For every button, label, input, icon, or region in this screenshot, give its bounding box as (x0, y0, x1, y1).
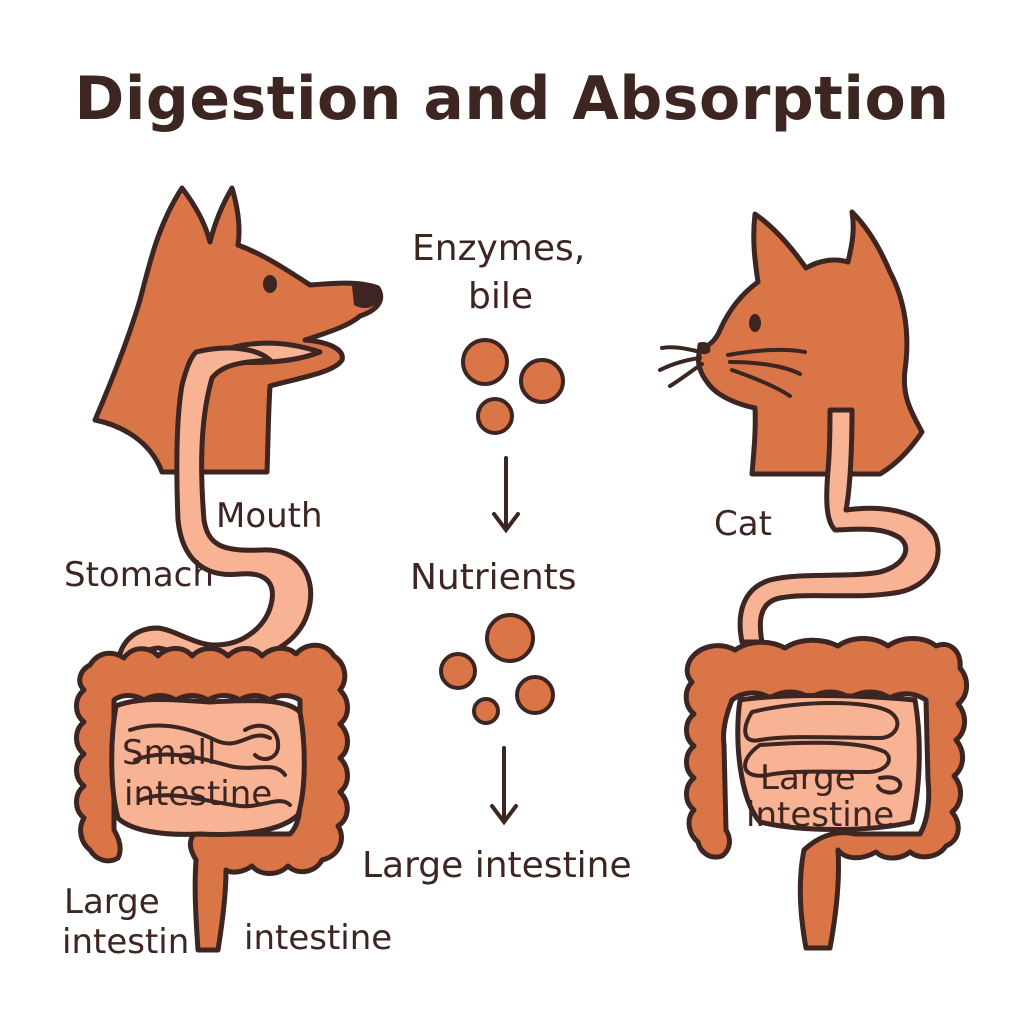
nutrient-particles (439, 613, 555, 725)
large-intestine-label: Large intestine (362, 845, 632, 886)
particle (476, 397, 514, 435)
down-arrow-icon (492, 456, 520, 534)
dog-intestine-label: intestine (244, 918, 393, 958)
particle (439, 652, 477, 690)
dog-large-intestine-label-2: intestin (62, 922, 190, 962)
particle (519, 358, 565, 404)
cat-whiskers (658, 345, 807, 398)
particle (461, 338, 509, 386)
dog-large-intestine-label-1: Large (64, 882, 160, 922)
cat-small-intestine-coils (743, 701, 900, 778)
nutrients-label: Nutrients (410, 557, 577, 598)
cat-illustration (658, 209, 969, 951)
cat-small-intestine (735, 693, 922, 832)
dog-small-intestine (109, 697, 307, 837)
dog-illustration (74, 185, 384, 953)
particle (472, 697, 500, 725)
particle (485, 613, 535, 663)
dog-head-icon (92, 185, 384, 475)
particle (515, 675, 555, 715)
cat-large-intestine (683, 636, 969, 951)
cat-head-icon (696, 209, 925, 477)
cat-coil-end (876, 775, 903, 795)
dog-stomach-label: Stomach (64, 555, 214, 595)
dog-small-intestine-label-1: Small (122, 733, 217, 773)
enzymes-label: Enzymes, (412, 228, 586, 269)
enzyme-particles (461, 338, 565, 435)
cat-large-intestine-label-1: Large (760, 758, 856, 798)
dog-small-intestine-coils (128, 723, 292, 809)
dog-small-intestine-label-2: intestine (124, 774, 273, 814)
dog-nose-icon (352, 283, 380, 309)
down-arrow-icon (490, 746, 518, 826)
dog-eye-icon (263, 275, 277, 293)
dog-mouth-label: Mouth (216, 496, 323, 536)
page-title: Digestion and Absorption (74, 64, 950, 134)
cat-large-intestine-label-2: intestine (746, 795, 895, 835)
dog-large-intestine (74, 642, 350, 953)
cat-label: Cat (714, 504, 772, 544)
bile-label: bile (468, 276, 534, 317)
cat-esophagus (737, 407, 941, 645)
cat-eye-icon (749, 314, 761, 332)
